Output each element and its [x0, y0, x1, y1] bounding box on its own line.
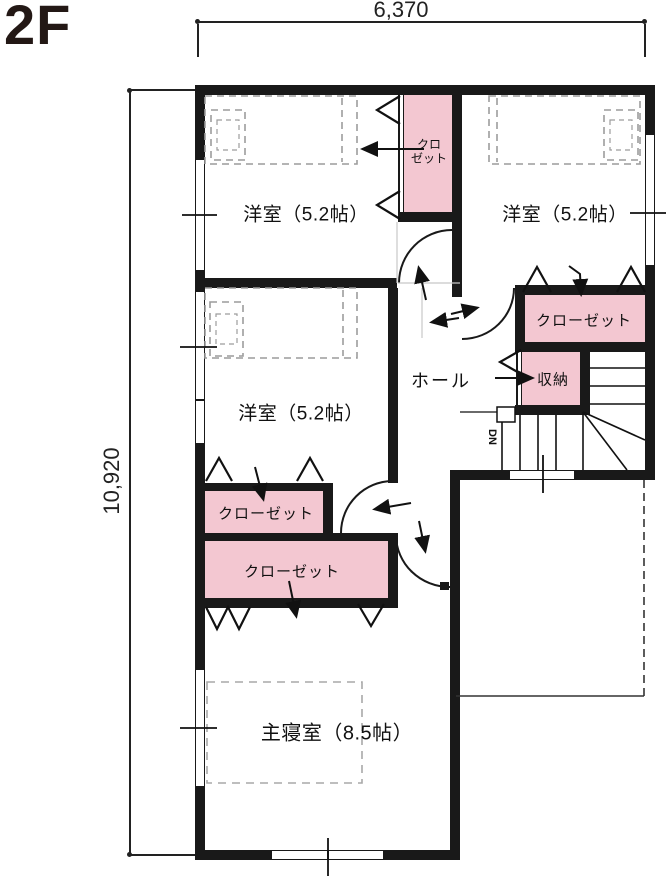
window-room-a-left	[195, 158, 205, 272]
wall-closet-top-bottom	[398, 212, 462, 222]
wall-room-a-bottom	[195, 278, 397, 288]
closet-right-fill	[525, 295, 645, 342]
stairs-direction-label: DN	[486, 429, 498, 445]
door-arc-room-a	[398, 229, 452, 283]
window-mullion	[195, 399, 205, 401]
wall-closet-mid-top	[195, 483, 333, 491]
dimension-dot	[642, 19, 647, 24]
wall-closet-right-top	[515, 285, 655, 295]
label-closet-mid: クローゼット	[217, 505, 315, 523]
label-storage: 収納	[536, 371, 570, 389]
wall-closet-bottom-right	[388, 533, 398, 608]
room-label-master-bedroom: 主寝室（8.5帖）	[260, 722, 414, 745]
balcony-outline	[456, 480, 645, 697]
closet-top-fill	[404, 95, 452, 212]
window-stairs-bottom	[508, 470, 576, 480]
closet-top-front-line	[402, 95, 404, 212]
label-closet-right: クローゼット	[535, 312, 633, 330]
dimension-ext-line	[197, 24, 199, 57]
wall-left	[195, 85, 205, 860]
door-arc-master	[395, 535, 450, 588]
dimension-width-label: 6,370	[373, 0, 429, 22]
wall-right-upper	[645, 85, 655, 480]
wall-closet-right-bottom	[515, 342, 655, 352]
door-arc-room-c	[340, 480, 393, 533]
dimension-ext-line	[644, 24, 646, 57]
label-closet-top-line2: ゼット	[410, 152, 448, 166]
wall-jamb-center	[452, 85, 462, 297]
wall-closet-mid-right	[323, 483, 333, 541]
dimension-dot	[127, 88, 132, 93]
label-closet-top: クロ ゼット	[411, 138, 447, 167]
dimension-line-left	[129, 90, 131, 855]
room-label-bedroom-top-left: 洋室（5.2帖）	[243, 204, 369, 226]
dimension-ext-line	[130, 89, 196, 91]
wall-closet-bottom-bottom	[195, 598, 395, 608]
wall-closet-right-left	[515, 285, 525, 352]
window-mullion	[327, 850, 329, 860]
closet-top-front-line	[398, 95, 400, 212]
label-closet-top-line1: クロ	[416, 137, 442, 152]
dimension-line-top	[197, 21, 645, 23]
bed-room-a	[204, 95, 358, 165]
window-room-b-right	[645, 133, 655, 267]
storage-front-line	[516, 352, 518, 405]
dimension-ext-line	[130, 854, 196, 856]
window-master-left	[195, 668, 205, 788]
room-label-bedroom-mid-left: 洋室（5.2帖）	[238, 403, 364, 425]
storage-front-line	[520, 352, 522, 405]
dimension-dot	[195, 19, 200, 24]
room-label-bedroom-top-right: 洋室（5.2帖）	[502, 204, 628, 226]
bed-room-c	[204, 287, 358, 359]
bed-room-b	[488, 95, 641, 165]
floor-label: 2F	[4, 0, 72, 56]
wall-top	[195, 85, 655, 95]
door-arc-room-b	[462, 288, 515, 340]
wall-storage-bottom	[515, 405, 590, 415]
wall-room-c-right	[388, 288, 398, 483]
wall-storage-right	[580, 352, 590, 415]
wall-master-right	[450, 470, 460, 860]
dimension-height-label: 10,920	[99, 447, 124, 515]
window-room-c-left	[195, 290, 205, 445]
dimension-dot	[127, 852, 132, 857]
room-label-hall: ホール	[411, 371, 471, 391]
wall-closets-shared	[195, 533, 395, 541]
label-closet-bottom: クローゼット	[243, 563, 341, 581]
